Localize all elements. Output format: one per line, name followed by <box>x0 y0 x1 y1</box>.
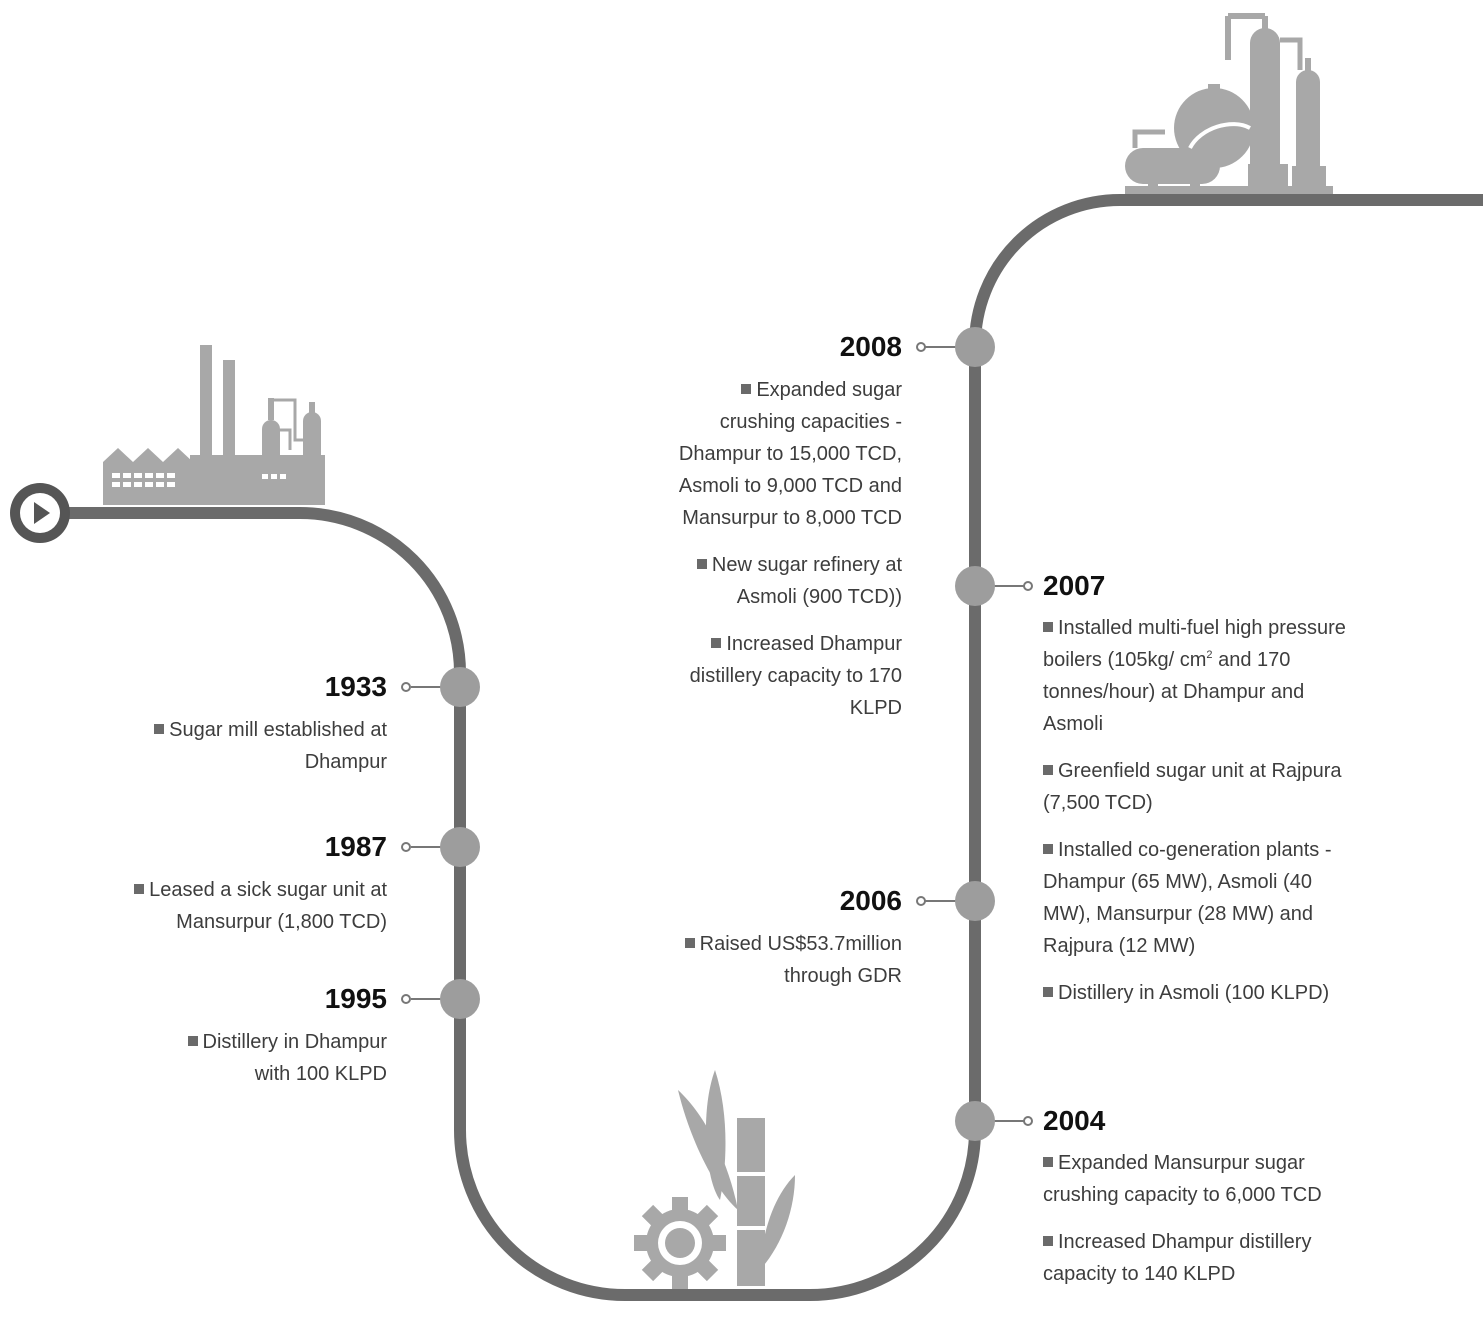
milestone-node-2006 <box>955 881 995 921</box>
bullet-icon <box>1043 1236 1053 1246</box>
year-label-2007: 2007 <box>1043 570 1106 601</box>
milestone-entry: Greenfield sugar unit at Rajpura (7,500 … <box>1043 760 1342 814</box>
bullet-icon <box>134 884 145 894</box>
milestone-node-2007 <box>955 566 995 606</box>
milestone-entry: Leased a sick sugar unit at Mansurpur (1… <box>107 874 387 938</box>
bullet-icon <box>1043 765 1053 775</box>
refinery-icon <box>1125 13 1333 204</box>
milestone-entry: New sugar refinery at Asmoli (900 TCD)) <box>672 549 902 613</box>
play-icon <box>10 483 70 543</box>
bullet-icon <box>711 638 722 648</box>
milestone-entries-1987: Leased a sick sugar unit at Mansurpur (1… <box>107 874 387 953</box>
milestone-entry: Increased Dhampur distillery capacity to… <box>1043 1231 1312 1285</box>
milestone-entry: Installed co-generation plants - Dhampur… <box>1043 839 1332 957</box>
year-label-2008: 2008 <box>839 331 902 362</box>
bullet-icon <box>1043 987 1053 997</box>
bullet-icon <box>187 1036 198 1046</box>
bullet-icon <box>696 559 707 569</box>
milestone-entry: Expanded Mansurpur sugar crushing capaci… <box>1043 1152 1322 1206</box>
bullet-icon <box>684 938 695 948</box>
milestone-node-1933 <box>440 667 480 707</box>
milestone-entry: Distillery in Dhampur with 100 KLPD <box>150 1026 387 1090</box>
milestone-entry: Expanded sugar crushing capacities - Dha… <box>678 379 902 529</box>
milestone-node-2008 <box>955 327 995 367</box>
year-label-1933: 1933 <box>324 671 387 702</box>
milestone-node-2004 <box>955 1101 995 1141</box>
milestone-entry: Installed multi-fuel high pressure boile… <box>1043 617 1346 735</box>
year-label-1995: 1995 <box>324 983 387 1014</box>
milestone-entries-2006: Raised US$53.7million through GDR <box>652 928 902 1007</box>
year-label-1987: 1987 <box>324 831 387 862</box>
milestone-entry: Raised US$53.7million through GDR <box>652 928 902 992</box>
milestone-entry: Sugar mill established at Dhampur <box>150 714 387 778</box>
bullet-icon <box>741 384 752 394</box>
sugarcane-gear-icon <box>634 1070 795 1289</box>
year-label-2004: 2004 <box>1043 1105 1106 1136</box>
milestone-entries-1995: Distillery in Dhampur with 100 KLPD <box>150 1026 387 1105</box>
milestone-node-1995 <box>440 979 480 1019</box>
milestone-entry: Increased Dhampur distillery capacity to… <box>689 633 902 719</box>
bullet-icon <box>154 724 165 734</box>
bullet-icon <box>1043 844 1053 854</box>
year-label-2006: 2006 <box>839 885 902 916</box>
bullet-icon <box>1043 622 1053 632</box>
milestone-entries-2008: Expanded sugar crushing capacities - Dha… <box>672 374 902 739</box>
milestone-entries-1933: Sugar mill established at Dhampur <box>150 714 387 793</box>
factory-icon <box>103 345 325 505</box>
milestone-entries-2004: Expanded Mansurpur sugar crushing capaci… <box>1043 1147 1343 1305</box>
milestone-node-1987 <box>440 827 480 867</box>
milestone-entries-2007: Installed multi-fuel high pressure boile… <box>1043 612 1353 1024</box>
bullet-icon <box>1043 1157 1053 1167</box>
milestone-entry: Distillery in Asmoli (100 KLPD) <box>1043 977 1353 1009</box>
